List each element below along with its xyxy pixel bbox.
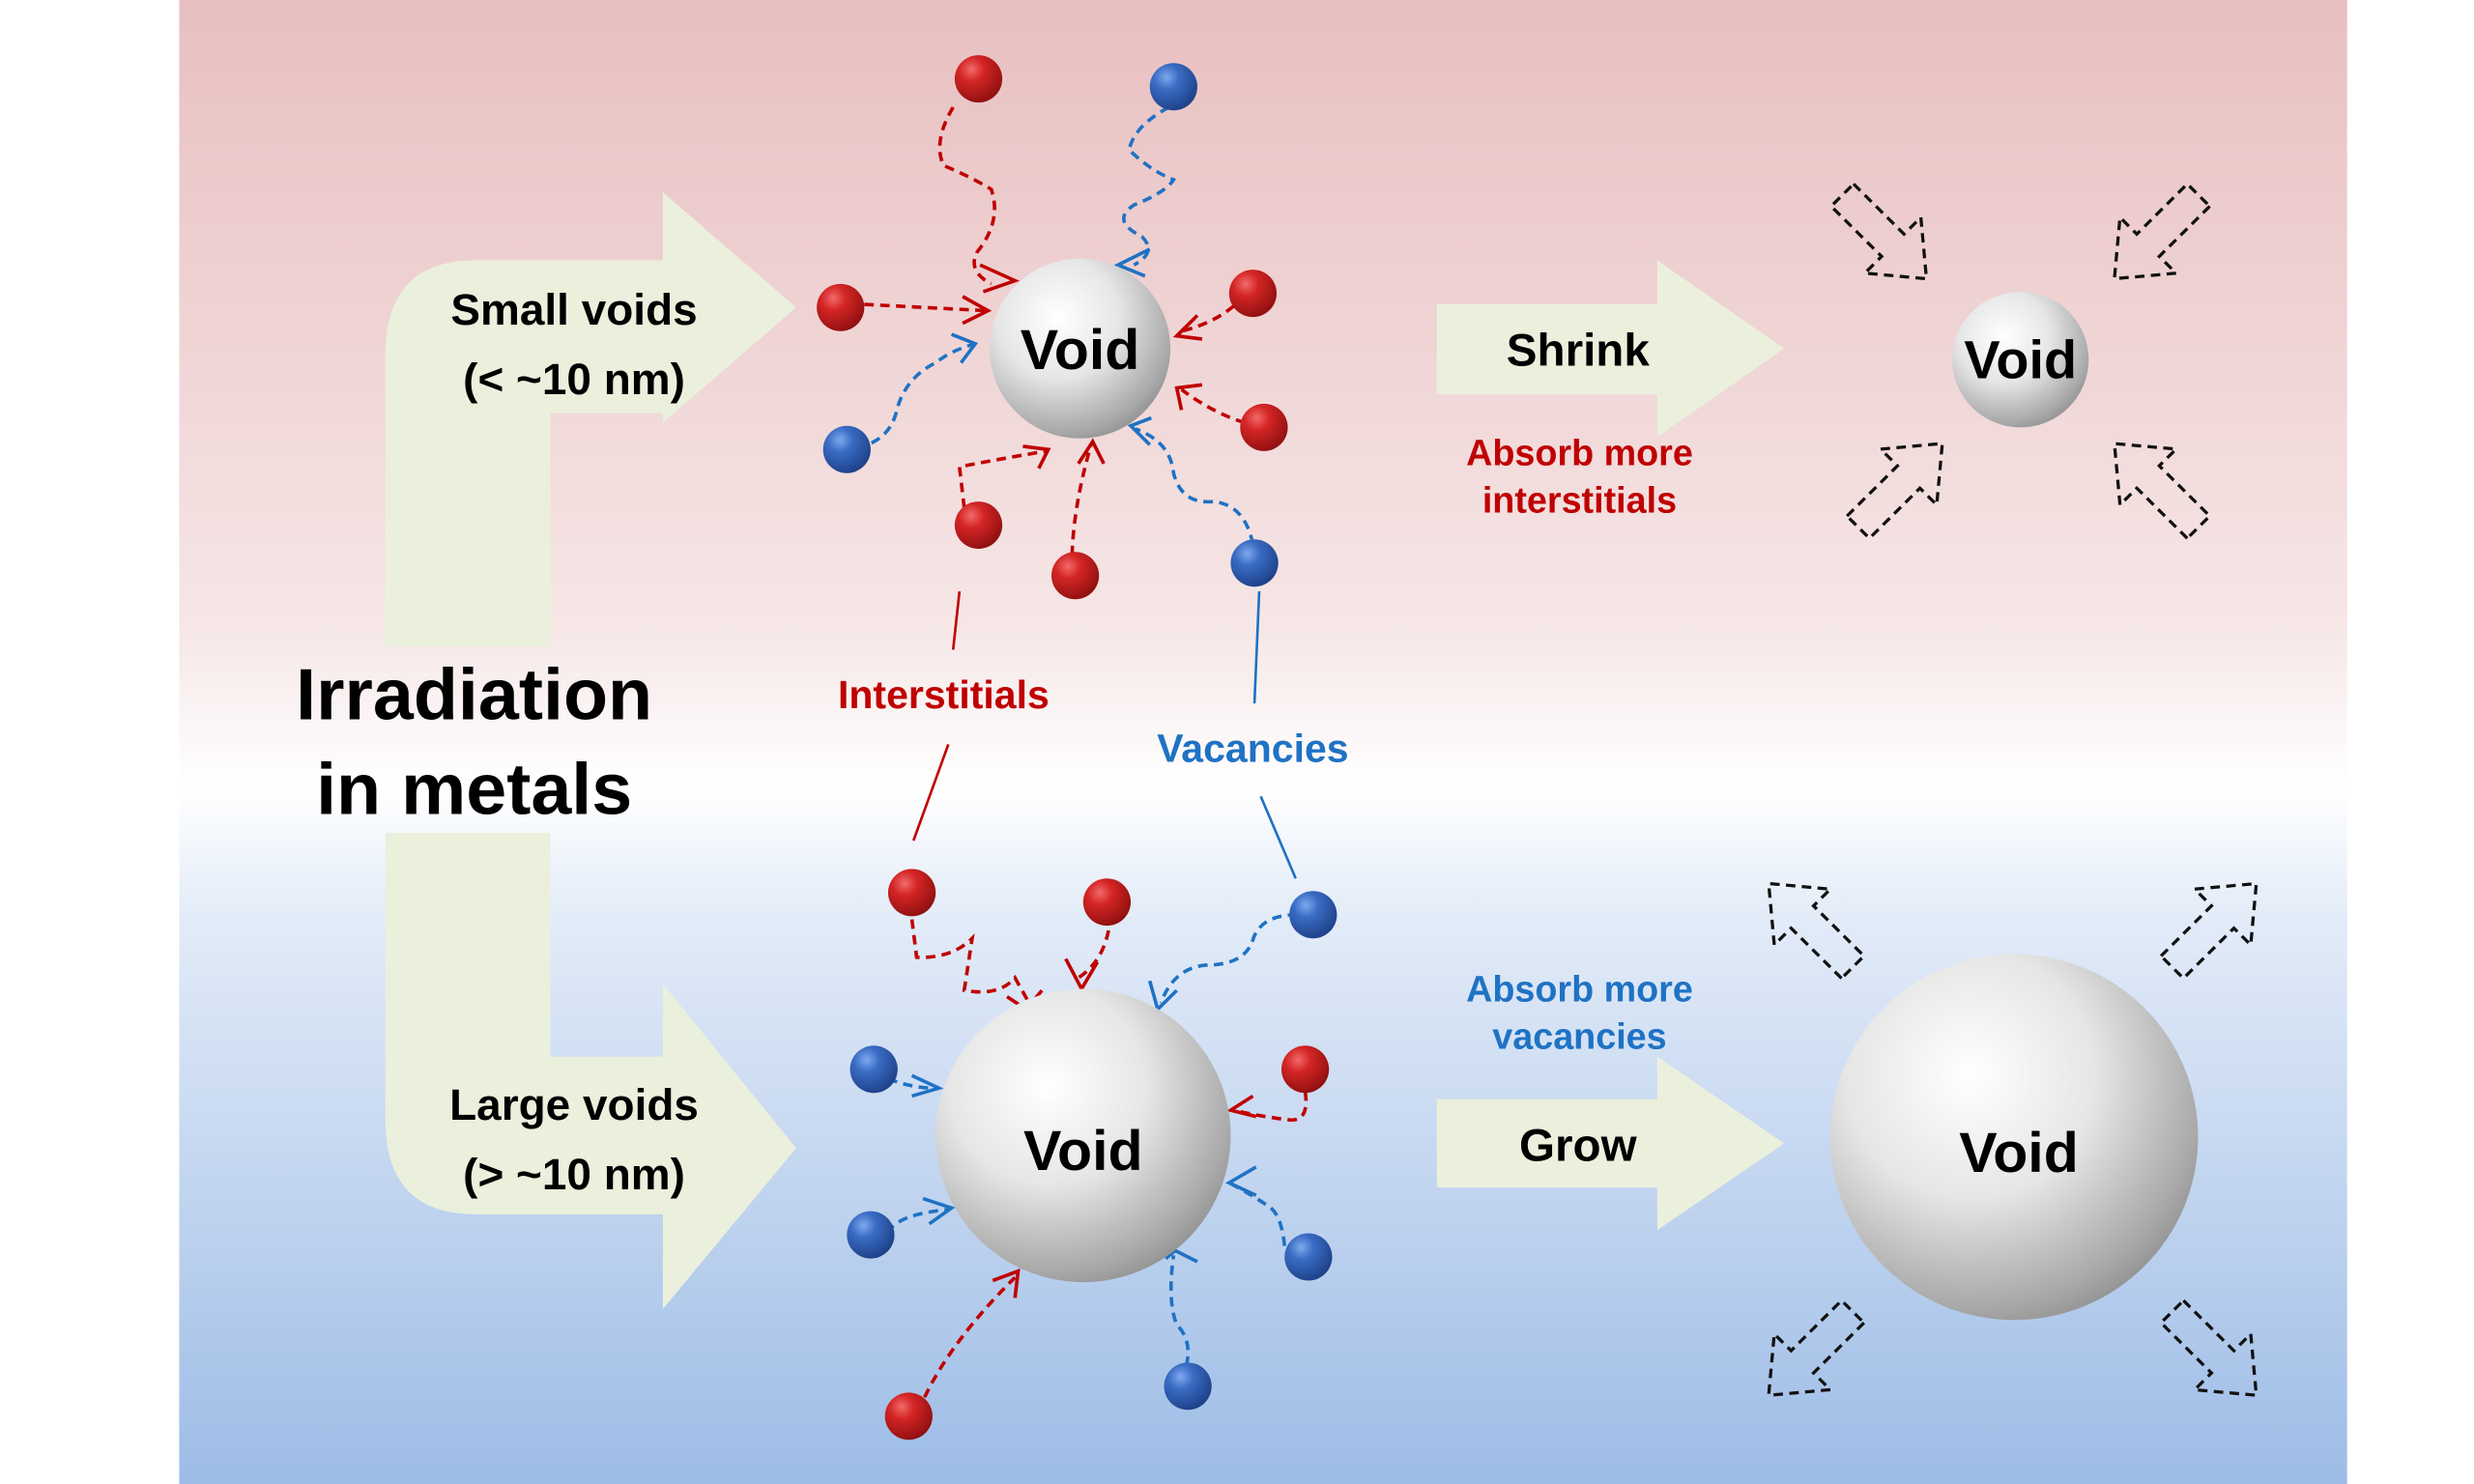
vacancy-path <box>1159 912 1298 1004</box>
interstitial-path <box>957 449 1048 508</box>
interstitial-path <box>864 302 987 313</box>
small-voids-label: Small voids <box>450 285 697 334</box>
interstitial-atom <box>1051 552 1100 600</box>
void-sphere-large-cluster <box>935 988 1231 1283</box>
vacancies-connector <box>1252 591 1261 704</box>
outward-arrow-icon <box>1767 1298 1867 1397</box>
arrowhead-icon <box>1127 415 1153 446</box>
interstitial-atom <box>954 501 1003 550</box>
interstitial-path <box>1181 304 1235 333</box>
shrink-arrow <box>1436 260 1785 438</box>
arrowhead-icon <box>1022 444 1051 470</box>
arrowhead-icon <box>1077 438 1106 465</box>
void-label: Void <box>1959 1122 2079 1184</box>
vacancy-atom <box>847 1211 895 1259</box>
branch-arrow-down <box>385 832 796 1309</box>
void-sphere-grown <box>1829 954 2199 1321</box>
vacancy-atom <box>1230 539 1279 587</box>
inward-arrow-icon <box>2113 442 2212 541</box>
interstitial-path <box>937 106 996 286</box>
inward-arrow-icon <box>2113 182 2212 281</box>
interstitial-atom <box>954 55 1003 103</box>
arrowhead-icon <box>979 263 1021 294</box>
shrink-note-line1: Absorb more <box>1466 433 1693 473</box>
vacancy-atom <box>1289 891 1338 939</box>
arrowhead-icon <box>1174 383 1203 411</box>
interstitial-atom <box>1228 270 1278 318</box>
void-sphere-shrunk <box>1952 291 2089 428</box>
arrowhead-icon <box>992 1268 1021 1298</box>
shrink-label: Shrink <box>1507 326 1651 377</box>
branch-arrow-up <box>385 192 796 647</box>
interstitial-path <box>1070 443 1093 556</box>
interstitial-atom <box>1240 403 1288 451</box>
shrink-note-line2: interstitials <box>1482 480 1677 521</box>
arrowhead-icon <box>950 332 979 364</box>
void-label: Void <box>1964 330 2077 390</box>
vacancy-atom <box>822 425 871 473</box>
inward-arrow-icon <box>1828 182 1929 281</box>
top-cluster: Void <box>817 55 1288 600</box>
large-voids-size: (> ~10 nm) <box>463 1150 685 1199</box>
interstitial-path <box>923 1275 1017 1398</box>
interstitials-connector <box>951 590 962 650</box>
bottom-cluster: Void <box>847 869 1338 1441</box>
arrowhead-icon <box>1113 247 1151 278</box>
small-voids-size: (< ~10 nm) <box>463 355 685 404</box>
main-label-line1: Irradiation <box>296 654 652 735</box>
interstitial-path <box>909 919 1033 1008</box>
interstitial-atom <box>1280 1045 1330 1094</box>
vacancy-atom <box>849 1045 898 1094</box>
grow-indicators <box>1767 881 2258 1397</box>
interstitial-atom <box>817 283 865 331</box>
vacancy-atom <box>1284 1233 1333 1281</box>
vacancy-path <box>1135 427 1255 545</box>
grow-note-line2: vacancies <box>1492 1016 1666 1057</box>
inward-arrow-icon <box>1844 442 1944 541</box>
arrowhead-icon <box>922 1196 956 1226</box>
arrowhead-icon <box>962 295 992 326</box>
interstitial-path <box>1077 929 1110 980</box>
outward-arrow-icon <box>1767 881 1867 981</box>
vacancy-atom <box>1164 1362 1212 1411</box>
arrowhead-icon <box>1064 957 1100 993</box>
arrowhead-icon <box>1224 1165 1257 1197</box>
interstitial-atom <box>1082 878 1132 927</box>
vacancies-label: Vacancies <box>1157 727 1348 771</box>
void-label: Void <box>1021 319 1140 382</box>
main-label-line2: in metals <box>316 748 632 829</box>
interstitials-label: Interstitials <box>838 672 1050 717</box>
void-label: Void <box>1023 1120 1143 1183</box>
vacancy-path <box>1227 1181 1287 1246</box>
grow-note-line1: Absorb more <box>1466 969 1693 1010</box>
grow-arrow <box>1436 1056 1785 1231</box>
interstitial-path <box>1180 387 1246 425</box>
interstitial-atom <box>884 1392 933 1441</box>
vacancy-path <box>1122 105 1177 267</box>
grow-label: Grow <box>1519 1120 1637 1171</box>
arrowhead-icon <box>1225 1094 1257 1119</box>
arrowhead-icon <box>1172 314 1203 341</box>
void-sphere-small-cluster <box>990 258 1171 439</box>
vacancy-atom <box>1149 63 1197 111</box>
shrink-indicators <box>1828 182 2212 541</box>
arrowhead-icon <box>1164 1248 1198 1264</box>
outward-arrow-icon <box>2158 1298 2258 1397</box>
arrowhead-icon <box>910 1073 944 1099</box>
large-voids-label: Large voids <box>449 1080 699 1129</box>
vacancies-connector <box>1259 795 1297 879</box>
interstitial-atom <box>887 869 936 917</box>
interstitials-connector <box>911 744 950 842</box>
outward-arrow-icon <box>2158 881 2258 981</box>
